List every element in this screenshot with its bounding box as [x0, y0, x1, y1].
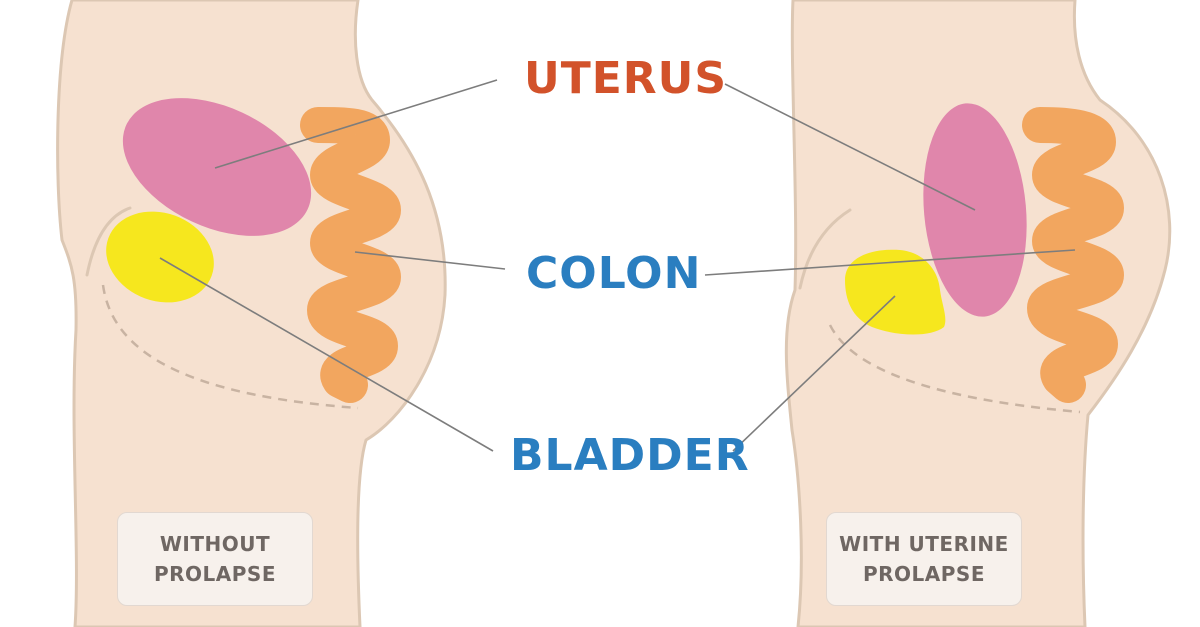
caption-left-line1: WITHOUT: [159, 532, 271, 556]
colon-leader-right: [704, 249, 1076, 276]
left-bladder: [106, 211, 214, 303]
bladder-label: BLADDER: [510, 430, 750, 481]
right-colon: [1022, 107, 1124, 403]
uterus-leader-left: [214, 79, 498, 169]
right-pelvic-floor-dashed: [828, 324, 1081, 414]
caption-with-uterine-prolapse: WITH UTERINE PROLAPSE: [826, 512, 1022, 606]
colon-label: COLON: [526, 248, 702, 299]
bladder-leader-right: [732, 295, 896, 452]
uterus-leader-right: [724, 83, 976, 211]
left-colon: [300, 107, 401, 403]
caption-left-line2: PROLAPSE: [153, 562, 276, 586]
bladder-leader-left: [159, 257, 494, 452]
colon-leader-left: [354, 251, 506, 270]
leader-lines: [159, 79, 1076, 452]
right-bladder: [845, 249, 946, 335]
caption-right-line2: PROLAPSE: [862, 562, 985, 586]
right-thigh-crease: [798, 208, 852, 290]
caption-without-prolapse: WITHOUT PROLAPSE: [117, 512, 313, 606]
caption-right-line1: WITH UTERINE: [839, 532, 1009, 556]
left-figure: [56, 0, 447, 627]
left-thigh-crease: [85, 206, 132, 277]
uterus-label: UTERUS: [524, 53, 728, 104]
